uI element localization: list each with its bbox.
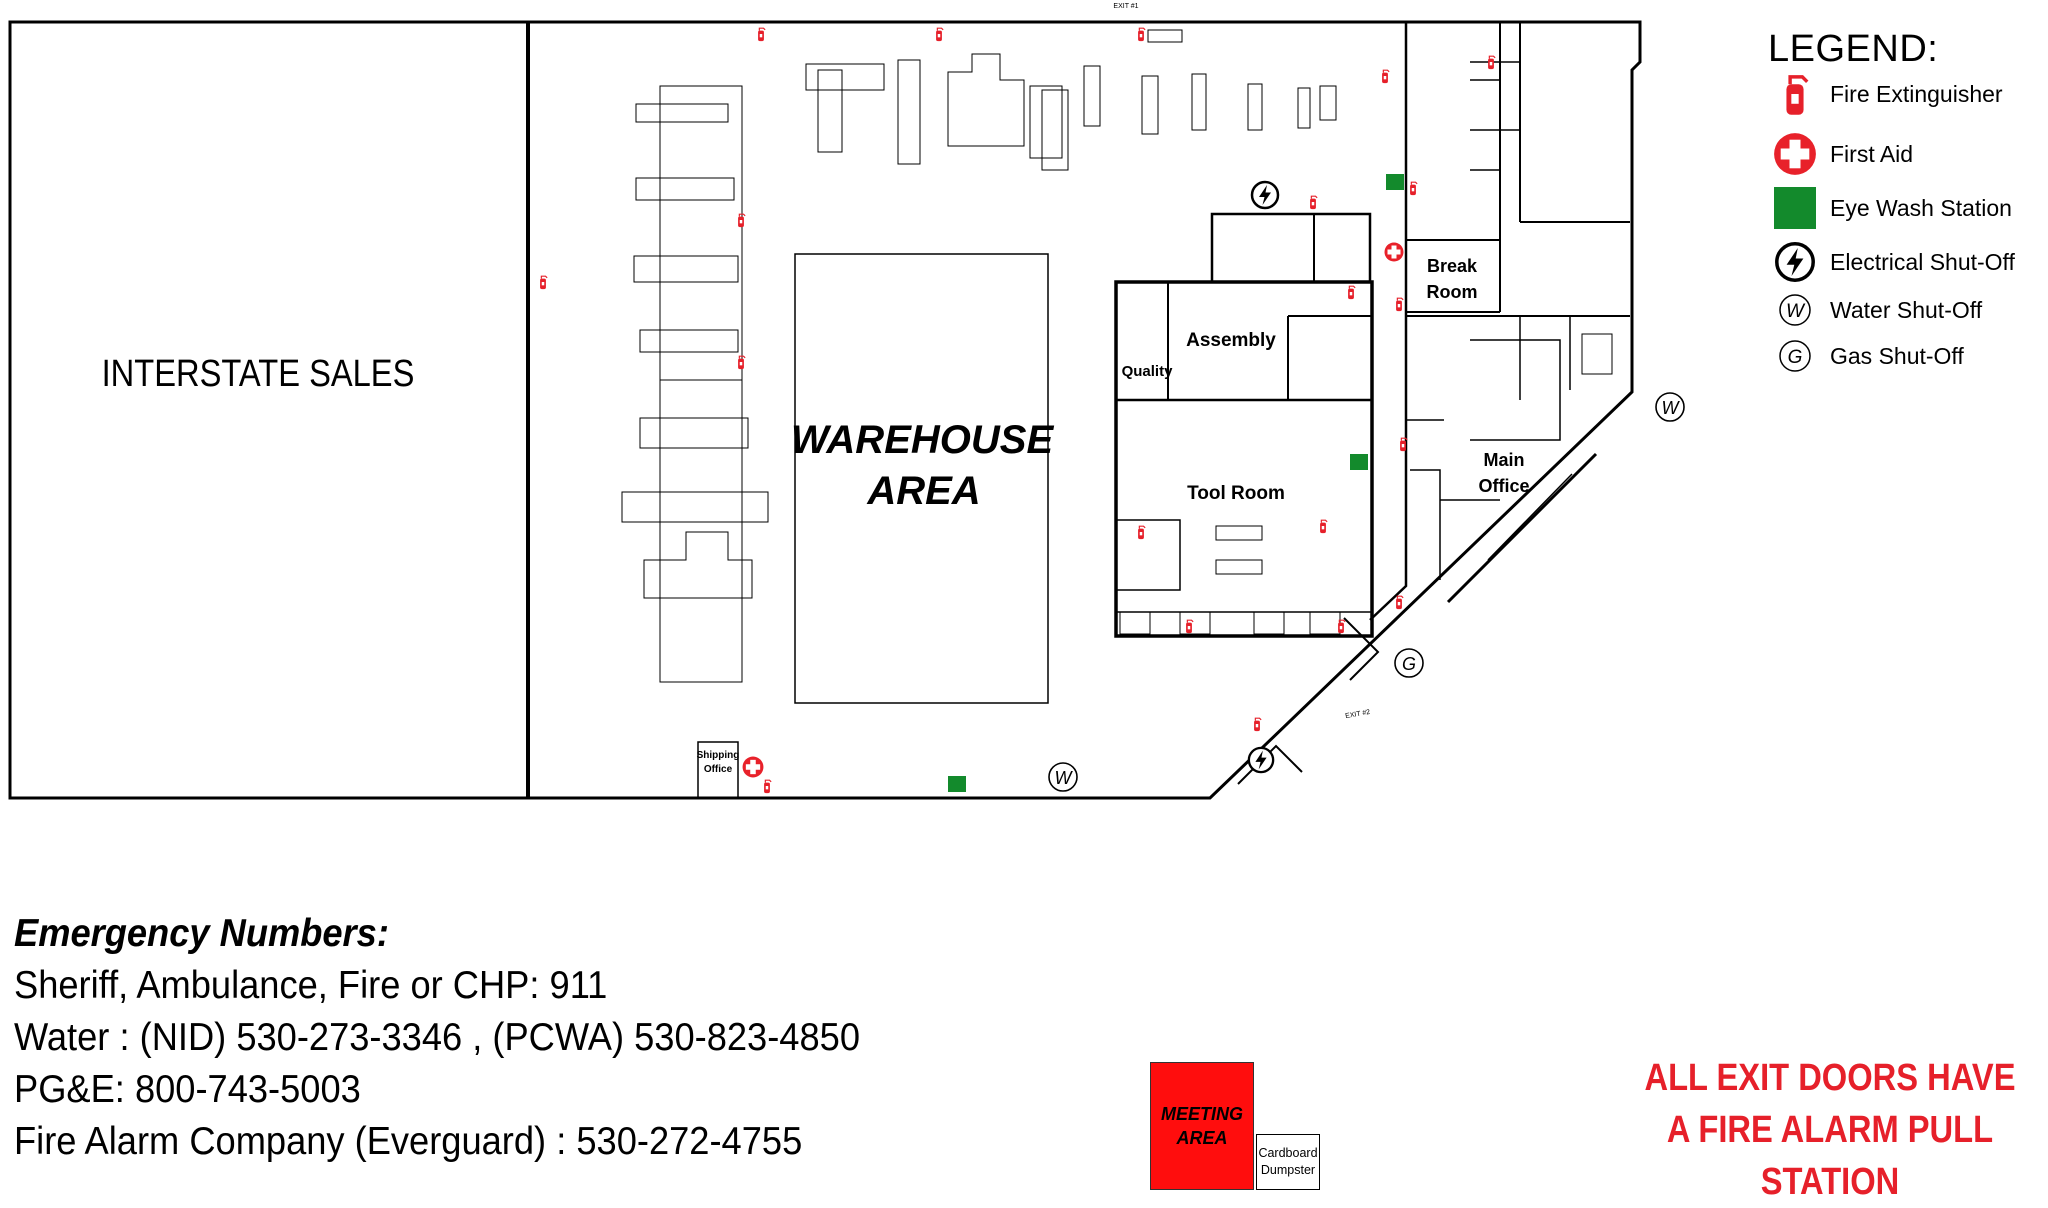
electrical-shutoff-icon [1770,240,1820,284]
meeting-area: MEETING AREA [1150,1062,1254,1190]
fire-extinguisher-icon [1319,519,1328,534]
legend-label: Eye Wash Station [1830,194,2012,221]
exit-1-label: EXIT #1 [1113,3,1138,10]
eye-wash-station-icon [1770,186,1820,230]
water-shutoff-letter: W [1662,398,1681,418]
legend-item-gas-shutoff: G Gas Shut-Off [1770,334,1964,378]
legend-item-eye-wash: Eye Wash Station [1770,186,2012,230]
cardboard-dumpster: Cardboard Dumpster [1256,1134,1320,1190]
warehouse-area-box [794,253,1049,704]
rack-rows [621,85,769,683]
eye-wash-station-icon [1350,454,1368,470]
legend-label: Water Shut-Off [1830,296,1983,323]
gas-shutoff-letter: G [1402,654,1416,674]
water-shutoff-icon [1048,762,1078,792]
eye-wash-markers [948,174,1404,792]
eye-wash-station-icon [948,776,966,792]
electrical-shutoff-icon [1250,180,1280,210]
fire-extinguisher-icon [1309,195,1318,210]
meeting-area-label-1: MEETING [1160,1104,1243,1124]
meeting-area-label-2: AREA [1176,1128,1228,1148]
fire-alarm-notice: ALL EXIT DOORS HAVE A FIRE ALARM PULL ST… [1632,1052,2028,1208]
upper-rooms [1210,212,1372,282]
first-aid-icon [1770,132,1820,176]
interstate-sales-label: INTERSTATE SALES [102,352,415,395]
legend-item-water-shutoff: W Water Shut-Off [1770,288,1982,332]
warehouse-area-label-2: AREA [866,469,980,513]
fire-extinguisher-icon [1137,525,1146,540]
first-aid-icon [742,756,764,778]
gas-shutoff-markers: G [1394,648,1424,678]
legend-item-first-aid: First Aid [1770,132,1913,176]
legend-title: LEGEND: [1768,28,1939,70]
tool-room-label: Tool Room [1187,483,1285,504]
water-shutoff-icon [1655,392,1685,422]
legend-label: Fire Extinguisher [1830,80,2003,107]
tool-room-block [1114,280,1374,638]
building-outline [8,20,1642,800]
eye-wash-station-icon [1386,174,1404,190]
break-room-label-1: Break [1427,256,1478,276]
emergency-line: Fire Alarm Company (Everguard) : 530-272… [14,1120,803,1163]
emergency-heading: Emergency Numbers: [14,912,389,955]
machine-footprints [805,29,1337,171]
gas-shutoff-icon: G [1770,334,1820,378]
emergency-line: Sheriff, Ambulance, Fire or CHP: 911 [14,964,608,1007]
fire-extinguisher-icon [1409,181,1418,196]
exit-2-label: EXIT #2 [1345,709,1371,720]
fire-extinguisher-icon [757,27,766,42]
fire-extinguisher-icon [539,275,548,290]
fire-extinguisher-icon [1337,619,1346,634]
quality-label: Quality [1122,363,1174,380]
legend-label: First Aid [1830,140,1914,167]
electrical-shutoff-icon [1247,746,1275,774]
fire-extinguisher-icon [1137,27,1146,42]
emergency-numbers: Emergency Numbers: Sheriff, Ambulance, F… [14,908,860,1168]
water-shutoff-letter: W [1055,768,1074,788]
legend-label: Electrical Shut-Off [1830,248,2015,275]
electrical-shutoff-markers [1247,180,1280,774]
fire-extinguisher-icon [1185,619,1194,634]
main-office-label-1: Main [1483,450,1524,470]
fire-extinguisher-icon [763,779,772,794]
assembly-label: Assembly [1186,330,1276,351]
shipping-office-box [697,741,739,799]
dumpster-label-2: Dumpster [1260,1163,1316,1177]
fire-extinguisher-icon [1770,72,1820,116]
main-office-label-2: Office [1478,476,1529,496]
legend-item-electrical-shutoff: Electrical Shut-Off [1770,240,2015,284]
emergency-line: Water : (NID) 530-273-3346 , (PCWA) 530-… [14,1016,860,1059]
shipping-office-label-2: Office [704,764,733,775]
water-shutoff-icon: W [1770,288,1820,332]
fire-extinguisher-icon [1253,717,1262,732]
shipping-office-label-1: Shipping [697,750,740,761]
first-aid-markers [742,242,1404,778]
fire-extinguisher-icon [1395,297,1404,312]
svg-text:G: G [1788,347,1803,368]
svg-text:W: W [1786,301,1806,322]
fire-extinguisher-icon [1395,595,1404,610]
legend-label: Gas Shut-Off [1830,342,1964,369]
notice-line-2: A FIRE ALARM PULL STATION [1666,1109,1994,1203]
fire-extinguisher-icon [935,27,944,42]
dumpster-label-1: Cardboard [1258,1146,1318,1160]
break-room-label-2: Room [1427,282,1478,302]
water-shutoff-markers: W W [1048,392,1685,792]
legend-item-fire-extinguisher: Fire Extinguisher [1770,72,2003,116]
gas-shutoff-icon [1394,648,1424,678]
fire-extinguisher-icon [1381,69,1390,84]
warehouse-area-label-1: WAREHOUSE [791,418,1055,462]
fire-extinguisher-icon [1347,285,1356,300]
notice-line-1: ALL EXIT DOORS HAVE [1644,1057,2016,1099]
first-aid-icon [1384,242,1404,262]
emergency-line: PG&E: 800-743-5003 [14,1068,361,1111]
